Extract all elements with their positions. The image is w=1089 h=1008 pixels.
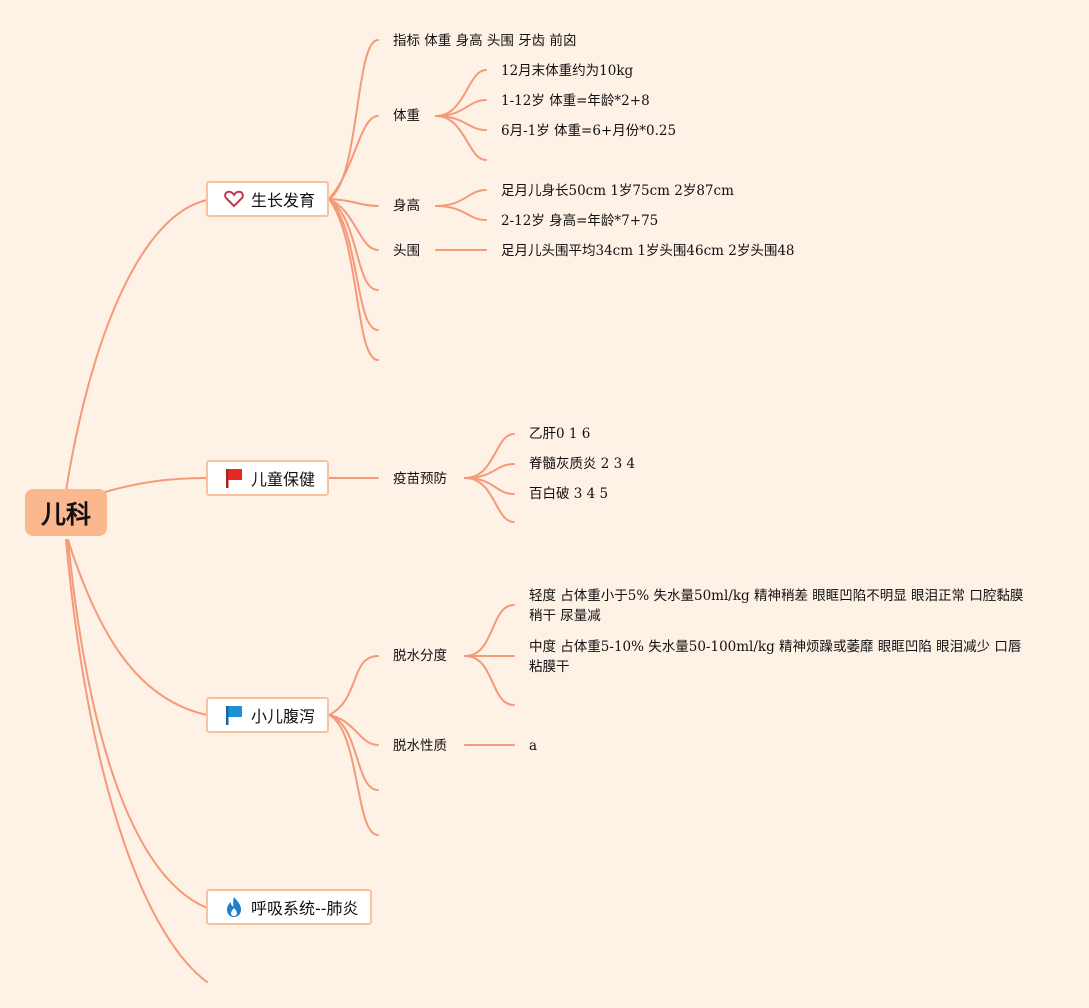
subtopic-height-2-12y[interactable]: 2-12岁 身高=年龄*7+75 bbox=[501, 213, 659, 229]
branch-child-healthcare[interactable]: 儿童保健 bbox=[206, 460, 329, 496]
topic-vaccination[interactable]: 疫苗预防 bbox=[393, 471, 447, 487]
topic-dehydration-degree[interactable]: 脱水分度 bbox=[393, 648, 447, 664]
subtopic-weight-1-12y[interactable]: 1-12岁 体重=年龄*2+8 bbox=[501, 93, 650, 109]
subtopic-hepatitis-b[interactable]: 乙肝0 1 6 bbox=[529, 426, 591, 442]
heart-icon bbox=[223, 188, 245, 210]
branch-label: 小儿腹泻 bbox=[251, 707, 316, 726]
topic-indicators[interactable]: 指标 体重 身高 头围 牙齿 前囟 bbox=[393, 33, 577, 49]
subtopic-mild-dehydration[interactable]: 轻度 占体重小于5% 失水量50ml/kg 精神稍差 眼眶凹陷不明显 眼泪正常 … bbox=[529, 588, 1024, 624]
subtopic-height-fullterm[interactable]: 足月儿身长50cm 1岁75cm 2岁87cm bbox=[501, 183, 734, 199]
branch-label: 儿童保健 bbox=[251, 470, 316, 489]
subtopic-dtp[interactable]: 百白破 3 4 5 bbox=[529, 486, 609, 502]
branch-label: 生长发育 bbox=[251, 191, 316, 210]
branch-infant-diarrhea[interactable]: 小儿腹泻 bbox=[206, 697, 329, 733]
red-flag-icon bbox=[223, 467, 245, 489]
fire-icon bbox=[223, 896, 245, 918]
branch-label: 呼吸系统--肺炎 bbox=[251, 899, 359, 918]
topic-dehydration-nature[interactable]: 脱水性质 bbox=[393, 738, 447, 754]
subtopic-dehydration-nature-a[interactable]: a bbox=[529, 738, 538, 754]
topic-head-circumference[interactable]: 头围 bbox=[393, 243, 420, 259]
branch-respiratory-pneumonia[interactable]: 呼吸系统--肺炎 bbox=[206, 889, 372, 925]
root-topic[interactable]: 儿科 bbox=[25, 489, 107, 536]
blue-flag-icon bbox=[223, 704, 245, 726]
topic-weight[interactable]: 体重 bbox=[393, 108, 420, 124]
subtopic-weight-6m-1y[interactable]: 6月-1岁 体重=6+月份*0.25 bbox=[501, 123, 677, 139]
topic-height[interactable]: 身高 bbox=[393, 198, 420, 214]
subtopic-weight-12m[interactable]: 12月末体重约为10kg bbox=[501, 63, 634, 79]
branch-growth-development[interactable]: 生长发育 bbox=[206, 181, 329, 217]
root-topic-label: 儿科 bbox=[40, 499, 91, 529]
subtopic-polio[interactable]: 脊髓灰质炎 2 3 4 bbox=[529, 456, 636, 472]
subtopic-moderate-dehydration[interactable]: 中度 占体重5-10% 失水量50-100ml/kg 精神烦躁或萎靡 眼眶凹陷 … bbox=[529, 639, 1022, 675]
subtopic-head-circumference[interactable]: 足月儿头围平均34cm 1岁头围46cm 2岁头围48 bbox=[501, 243, 795, 259]
